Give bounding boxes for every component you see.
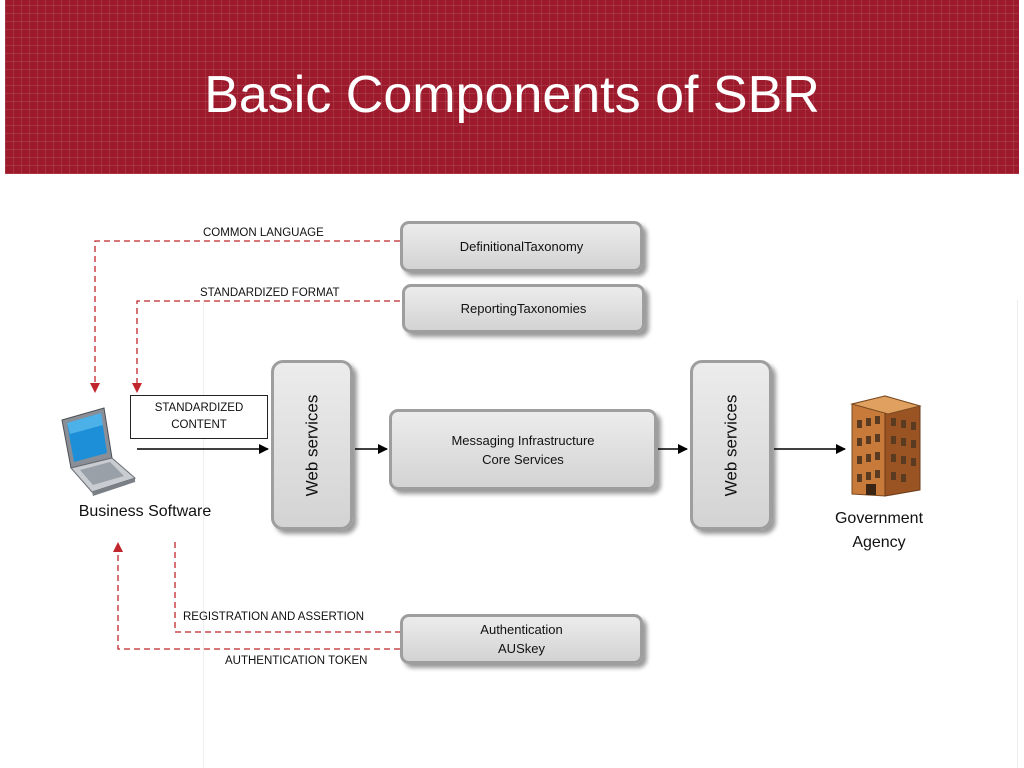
registration-assertion-connector xyxy=(174,542,400,633)
slide-title: Basic Components of SBR xyxy=(204,66,820,124)
authentication-box: Authentication AUSkey xyxy=(400,614,643,664)
definitional-taxonomy-label: DefinitionalTaxonomy xyxy=(459,239,584,254)
standardized-content-box: STANDARDIZED CONTENT xyxy=(130,395,268,439)
government-agency-caption: Government Agency xyxy=(814,507,944,555)
background-guide-left xyxy=(203,300,204,768)
government-line1: Government xyxy=(834,510,924,527)
authentication-token-connector xyxy=(113,542,400,650)
authentication-line1: Authentication xyxy=(480,622,563,637)
definitional-taxonomy-box: DefinitionalTaxonomy xyxy=(400,221,643,272)
title-banner: Basic Components of SBR xyxy=(5,0,1019,174)
messaging-infrastructure-box: Messaging Infrastructure Core Services xyxy=(389,409,657,490)
messaging-line1: Messaging Infrastructure xyxy=(451,432,595,448)
common-language-connector xyxy=(90,240,400,393)
laptop-icon xyxy=(61,407,136,496)
background-guide-right xyxy=(1017,300,1018,768)
messaging-line2: Core Services xyxy=(482,451,564,467)
standardized-format-label: STANDARDIZED FORMAT xyxy=(200,287,340,299)
reporting-taxonomies-box: ReportingTaxonomies xyxy=(402,284,645,333)
authentication-token-label: AUTHENTICATION TOKEN xyxy=(225,655,368,667)
government-building-icon xyxy=(850,395,922,497)
business-software-caption: Business Software xyxy=(78,503,212,520)
standardized-content-line2: CONTENT xyxy=(171,419,227,431)
web-services-right-label: Web services xyxy=(721,394,741,496)
standardized-format-connector xyxy=(132,300,400,393)
registration-assertion-label: REGISTRATION AND ASSERTION xyxy=(183,611,365,623)
reporting-taxonomies-label: ReportingTaxonomies xyxy=(460,301,587,316)
web-services-right-box: Web services xyxy=(690,360,772,530)
web-services-left-label: Web services xyxy=(302,394,322,496)
authentication-line2: AUSkey xyxy=(498,641,545,656)
common-language-label: COMMON LANGUAGE xyxy=(203,227,324,239)
web-services-left-box: Web services xyxy=(271,360,353,530)
standardized-content-line1: STANDARDIZED xyxy=(154,402,244,414)
government-line2: Agency xyxy=(852,534,906,551)
